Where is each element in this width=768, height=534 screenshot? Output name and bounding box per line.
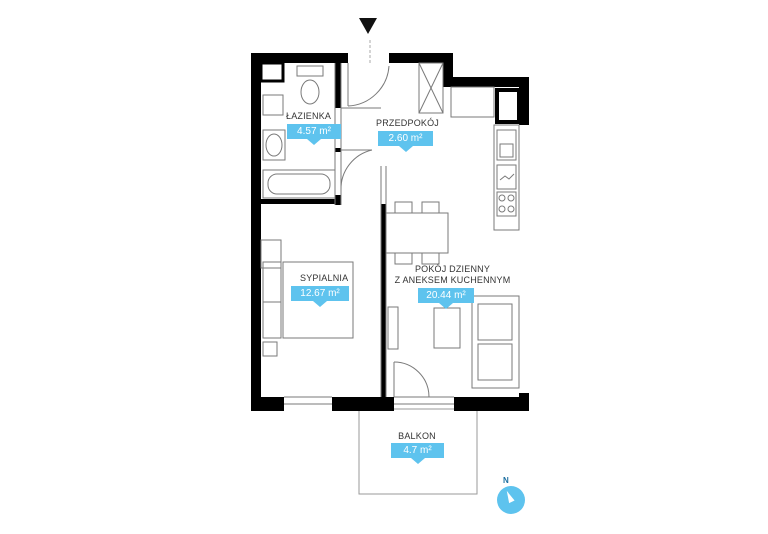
bed: [282, 261, 354, 339]
corner-block-tl: [259, 61, 285, 83]
chair-3: [394, 252, 413, 265]
compass-needle-icon: [504, 489, 515, 504]
bathtub-inner: [267, 173, 331, 195]
sofa: [471, 295, 520, 389]
room-label-przedpokoj: PRZEDPOKÓJ: [376, 118, 440, 128]
kitchen-fridge: [496, 164, 517, 190]
chair-2: [421, 201, 440, 214]
wall-bath-right-bot: [335, 148, 341, 152]
sink: [262, 129, 286, 161]
wall-bottom-right: [454, 397, 529, 411]
compass-north-label: N: [503, 476, 509, 485]
hall-wardrobe: [418, 62, 444, 114]
toilet-bowl: [300, 79, 320, 105]
dining-table: [385, 212, 449, 254]
wall-bath-bottom: [261, 199, 341, 204]
toilet-tank: [296, 65, 324, 77]
chair-1: [394, 201, 413, 214]
balcony-outline: [358, 408, 478, 495]
bedroom-shelf: [262, 341, 278, 357]
wall-right-top: [519, 77, 529, 125]
wall-top-right: [451, 77, 529, 87]
wall-left: [251, 53, 261, 411]
wall-bed-right: [381, 204, 386, 397]
area-tag-lazienka: 4.57 m²: [287, 124, 341, 145]
entrance-door-swing: [347, 65, 390, 107]
room-label-pokoj-line1: POKÓJ DZIENNY: [414, 264, 491, 274]
wall-right-bottom: [519, 393, 529, 411]
bathtub: [262, 169, 336, 199]
nightstand-2: [262, 301, 282, 339]
area-tag-przedpokoj: 2.60 m²: [378, 131, 433, 152]
wall-bottom-left: [251, 397, 284, 411]
wall-bath-right-low: [335, 195, 341, 205]
wall-top-mid: [389, 53, 451, 63]
kitchen-sink: [496, 129, 517, 161]
bath-door-swing: [340, 149, 373, 191]
cooktop: [496, 191, 517, 217]
entry-arrow-icon: [359, 18, 377, 34]
kitchen-counter: [493, 124, 520, 231]
chair-4: [421, 252, 440, 265]
coffee-table: [433, 307, 461, 349]
room-label-pokoj-line2: Z ANEKSEM KUCHENNYM: [394, 275, 511, 285]
wall-step: [443, 53, 453, 87]
area-tag-balkon: 4.7 m²: [391, 443, 444, 464]
area-tag-sypialnia: 12.67 m²: [291, 286, 349, 307]
kitchen-sink-basin: [499, 143, 514, 158]
corner-block-tr: [495, 88, 521, 124]
wall-bath-right-top: [335, 63, 341, 108]
room-label-balkon: BALKON: [398, 431, 436, 441]
area-tag-pokoj: 20.44 m²: [418, 288, 474, 309]
tv-cabinet: [387, 306, 399, 350]
sofa-seat-2: [477, 343, 513, 381]
bedroom-wardrobe: [260, 239, 282, 269]
wall-bottom-mid: [332, 397, 394, 411]
room-label-sypialnia: SYPIALNIA: [300, 273, 349, 283]
compass-icon: [497, 486, 525, 514]
sofa-seat-1: [477, 303, 513, 341]
sink-bowl: [265, 133, 283, 157]
balcony-door-swing: [393, 361, 430, 398]
room-label-lazienka: ŁAZIENKA: [286, 111, 332, 121]
kitchen-upper: [450, 86, 495, 118]
wall-top-left: [251, 53, 348, 63]
washing-machine: [262, 94, 284, 116]
